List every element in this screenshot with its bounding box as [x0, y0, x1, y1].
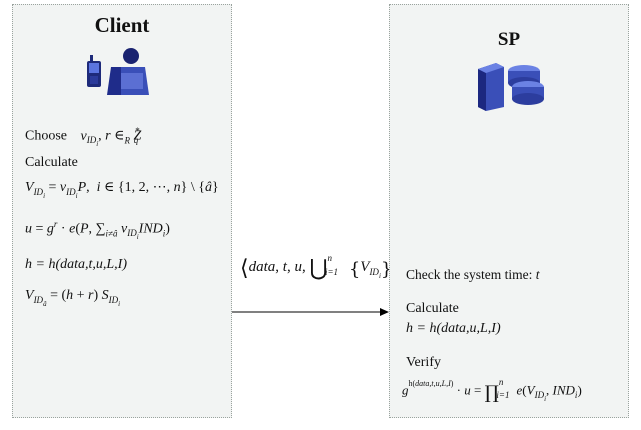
- check-time-label: Check the system time:: [406, 267, 533, 282]
- client-title: Client: [94, 13, 150, 37]
- client-eq-h: h = h(data,t,u,L,I): [25, 257, 127, 272]
- sp-title: SP: [497, 29, 521, 50]
- sp-calculate-label: Calculate: [406, 301, 459, 316]
- sp-verify-label: Verify: [406, 355, 441, 370]
- sp-panel: SP Check the system time: t Calculate h …: [389, 4, 629, 418]
- client-eq-u: u = gr · e(P, ∑i≠â vIDiINDi): [25, 219, 170, 242]
- sp-check-time: Check the system time: t: [406, 267, 540, 283]
- server-database-icon: [478, 63, 544, 111]
- client-eq-v: VIDi = vIDiP, i ∈ {1, 2, ⋯, n} \ {â}: [25, 180, 219, 200]
- client-phone-person-icon: [87, 48, 149, 95]
- client-calculate-label: Calculate: [25, 155, 78, 170]
- client-eq-vhat: VIDâ = (h + r) SIDi: [25, 288, 121, 308]
- choose-label: Choose: [25, 128, 67, 144]
- client-choose: Choose vIDi, r ∈R Z*q: [25, 126, 142, 149]
- message-content: ⟨data, t, u, ⋃ni=1 {VIDi}⟩: [240, 253, 401, 281]
- client-panel: Client Choose vIDi, r ∈R Z*q Calculate V…: [12, 4, 232, 418]
- arrow-head-icon: [380, 308, 389, 316]
- sp-eq-h: h = h(data,u,L,I): [406, 321, 501, 336]
- check-time-var: t: [535, 267, 540, 282]
